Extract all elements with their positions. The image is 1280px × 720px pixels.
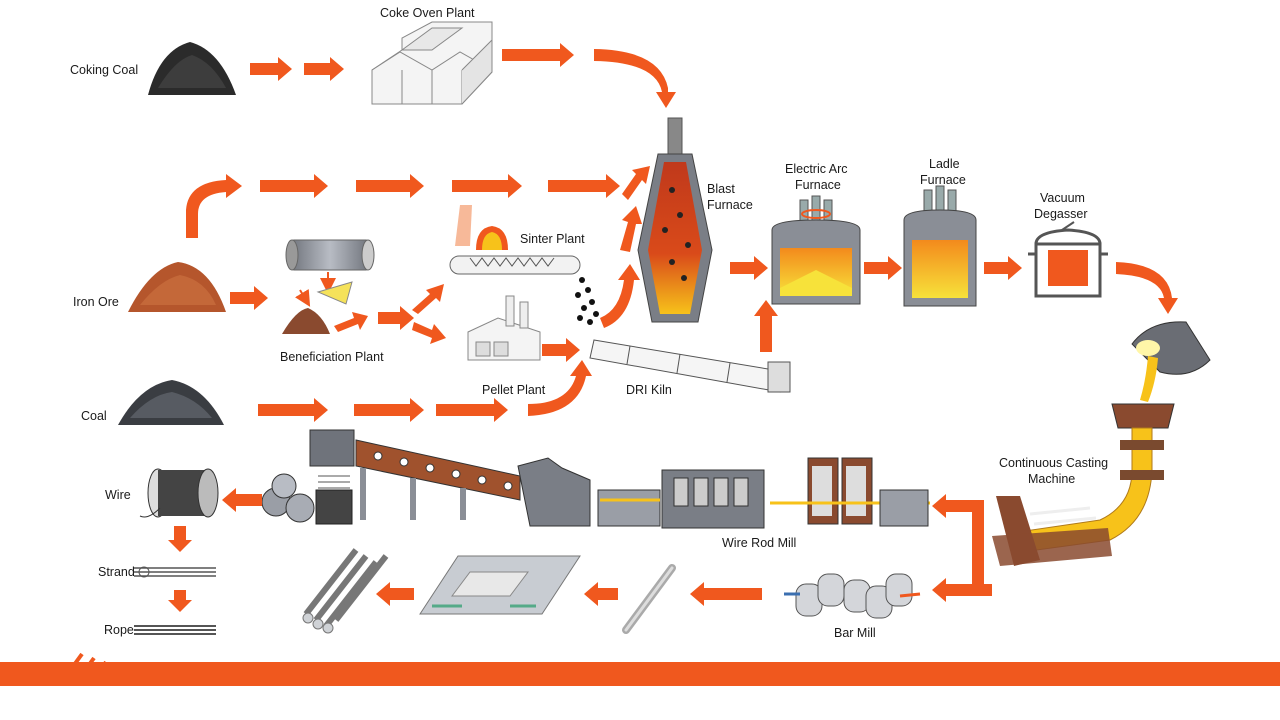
coke-oven-plant-label: Coke Oven Plant <box>380 6 475 20</box>
continuous-casting-label-2: Machine <box>1028 472 1075 486</box>
beneficiation-plant-icon <box>282 239 375 334</box>
arrow-icon <box>864 256 902 280</box>
arrow-icon <box>754 300 778 352</box>
arrow-icon <box>356 174 424 198</box>
blast-furnace-icon <box>637 117 713 323</box>
continuous-casting-machine-icon <box>992 321 1211 566</box>
arrow-icon <box>984 256 1022 280</box>
arrow-icon <box>378 306 414 330</box>
arrow-icon <box>600 264 640 328</box>
arrow-icon <box>412 322 446 344</box>
pellet-plant-label: Pellet Plant <box>482 383 546 397</box>
arrow-icon <box>304 57 344 81</box>
arrow-icon <box>168 526 192 552</box>
coke-oven-plant-icon <box>371 21 493 105</box>
wire-spool-icon <box>139 468 219 518</box>
blast-furnace-label-1: Blast <box>707 182 735 196</box>
arrow-icon <box>932 578 972 602</box>
rope-icon <box>134 625 216 635</box>
bar-mill-icon <box>302 548 921 634</box>
iron-ore-pile-icon <box>128 262 226 312</box>
wire-rod-mill-icon <box>261 429 930 529</box>
arrow-icon <box>222 488 262 512</box>
vacuum-degasser-icon <box>1028 221 1108 298</box>
continuous-casting-label-1: Continuous Casting <box>999 456 1108 470</box>
electric-arc-furnace-label-1: Electric Arc <box>785 162 848 176</box>
coal-label: Coal <box>81 409 107 423</box>
arrow-icon <box>932 494 992 596</box>
arrow-icon <box>258 398 328 422</box>
arrow-icon <box>230 286 268 310</box>
arrow-icon <box>260 174 328 198</box>
strand-label: Strand <box>98 565 135 579</box>
vacuum-degasser-label-2: Degasser <box>1034 207 1088 221</box>
arrow-icon <box>250 57 292 81</box>
wire-label: Wire <box>105 488 131 502</box>
dri-kiln-icon <box>589 339 791 393</box>
ladle-furnace-label-1: Ladle <box>929 157 960 171</box>
vacuum-degasser-label-1: Vacuum <box>1040 191 1085 205</box>
blast-furnace-label-2: Furnace <box>707 198 753 212</box>
beneficiation-plant-label: Beneficiation Plant <box>280 350 384 364</box>
pellet-plant-icon <box>467 295 541 361</box>
coking-coal-label: Coking Coal <box>70 63 138 77</box>
electric-arc-furnace-icon <box>771 195 861 305</box>
bar-mill-label: Bar Mill <box>834 626 876 640</box>
electric-arc-furnace-label-2: Furnace <box>795 178 841 192</box>
arrow-icon <box>594 49 676 108</box>
strand-icon <box>134 566 216 578</box>
flow-arrows <box>168 43 1178 612</box>
arrow-icon <box>622 166 650 200</box>
arrow-icon <box>548 174 620 198</box>
arrow-icon <box>354 398 424 422</box>
ladle-furnace-icon <box>903 185 977 307</box>
rope-label: Rope <box>104 623 134 637</box>
wire-rod-mill-label: Wire Rod Mill <box>722 536 796 550</box>
arrow-icon <box>502 43 574 67</box>
arrow-icon <box>1116 262 1178 314</box>
arrow-icon <box>436 398 508 422</box>
sinter-plant-label: Sinter Plant <box>520 232 585 246</box>
arrow-icon <box>168 590 192 612</box>
ladle-furnace-label-2: Furnace <box>920 173 966 187</box>
iron-ore-label: Iron Ore <box>73 295 119 309</box>
arrow-icon <box>334 312 368 332</box>
dri-kiln-label: DRI Kiln <box>626 383 672 397</box>
arrow-icon <box>452 174 522 198</box>
coal-pile-icon <box>118 380 224 425</box>
arrow-icon <box>412 284 444 314</box>
arrow-icon <box>730 256 768 280</box>
sinter-plant-icon <box>449 205 599 325</box>
arrow-icon <box>528 360 592 416</box>
arrow-icon <box>690 582 762 606</box>
arrow-icon <box>376 582 414 606</box>
coking-coal-pile-icon <box>148 42 236 95</box>
arrow-icon <box>542 338 580 362</box>
arrow-icon <box>584 582 618 606</box>
arrow-icon <box>620 206 642 252</box>
arrow-icon <box>186 174 242 238</box>
footer-bar <box>0 662 1280 686</box>
